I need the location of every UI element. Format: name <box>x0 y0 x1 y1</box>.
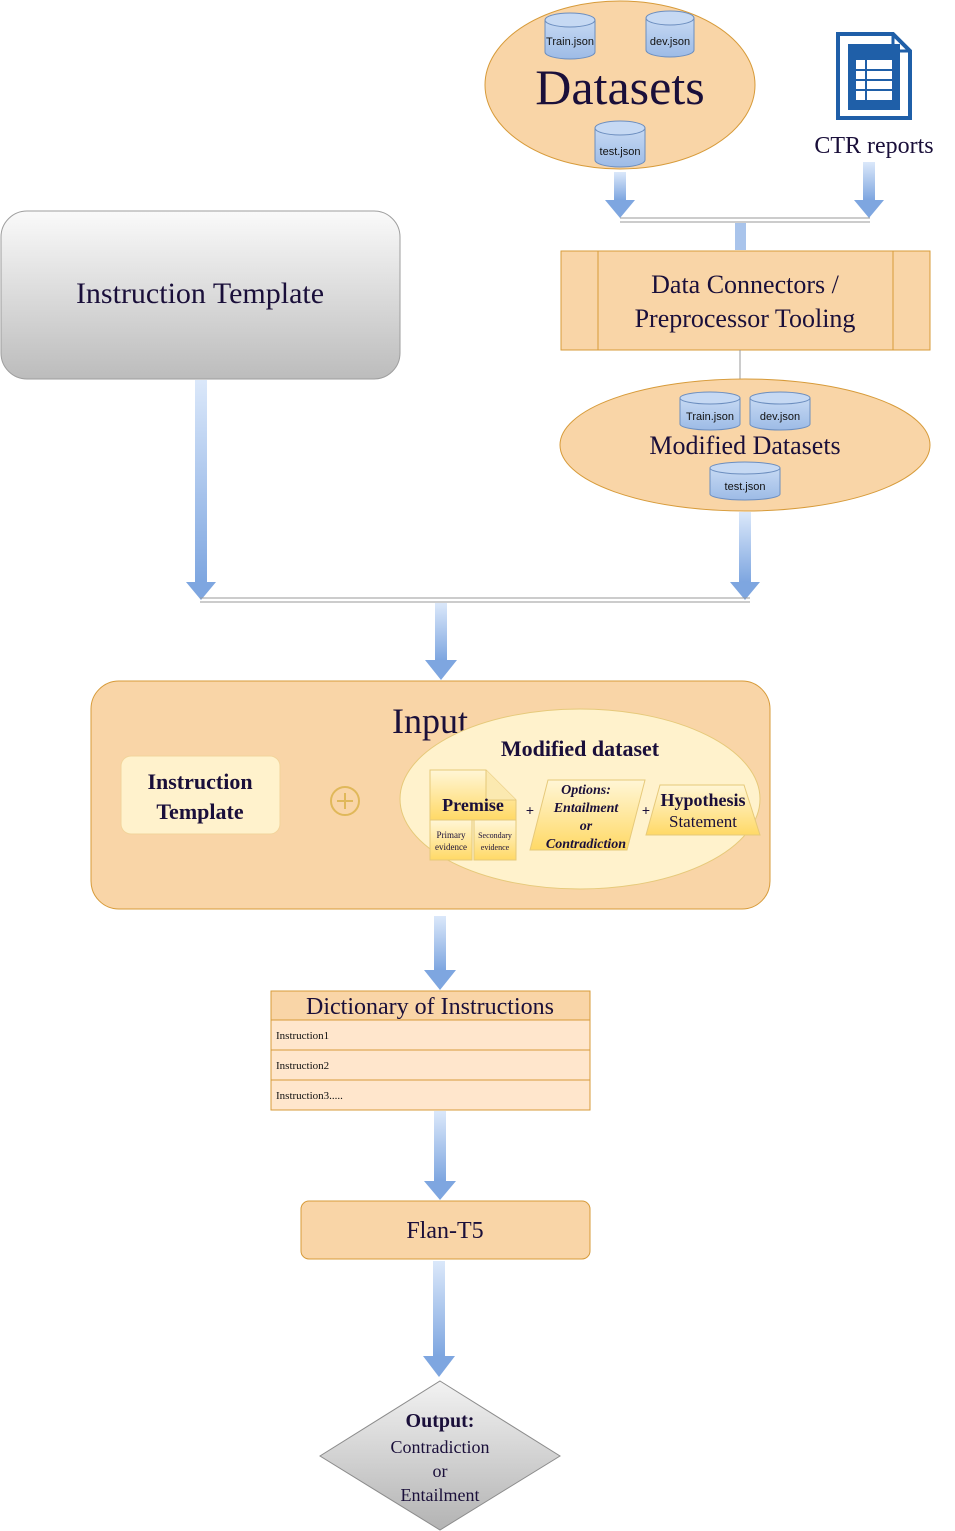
svg-text:Template: Template <box>156 799 243 824</box>
datasets-ellipse: Train.json dev.json test.json Datasets <box>484 0 756 170</box>
premise-note: Premise <box>429 769 517 821</box>
svg-text:Contradiction: Contradiction <box>546 837 626 852</box>
plus-circle-icon <box>330 786 360 816</box>
modified-datasets-ellipse: Train.json dev.json test.json Modified D… <box>559 378 931 512</box>
modified-file-dev: dev.json <box>749 391 811 431</box>
arrow-datasets-down <box>605 172 635 218</box>
svg-text:Premise: Premise <box>442 795 504 815</box>
svg-text:Entailment: Entailment <box>553 801 620 816</box>
svg-text:Statement: Statement <box>669 812 737 831</box>
arrow-input-down <box>424 916 456 990</box>
data-connectors-box: Data Connectors / Preprocessor Tooling <box>560 250 931 351</box>
svg-text:Instruction Template: Instruction Template <box>76 277 324 310</box>
svg-text:Preprocessor Tooling: Preprocessor Tooling <box>635 304 856 333</box>
svg-text:Primary: Primary <box>437 830 466 840</box>
input-box: Input Instruction Template Modified data… <box>90 680 771 910</box>
svg-text:Secondary: Secondary <box>478 831 512 840</box>
arrow-modified-down <box>730 512 760 600</box>
modified-dataset-ellipse: Modified dataset Premise Primary evidenc… <box>399 708 761 890</box>
merge-line-top <box>620 217 870 250</box>
secondary-evidence-box: Secondary evidence <box>473 819 517 861</box>
svg-text:test.json: test.json <box>725 481 766 493</box>
svg-text:Entailment: Entailment <box>401 1485 480 1505</box>
svg-text:Data Connectors /: Data Connectors / <box>651 270 840 299</box>
arrow-ctr-down <box>854 162 884 218</box>
svg-text:test.json: test.json <box>600 146 641 158</box>
svg-text:evidence: evidence <box>481 843 510 852</box>
input-instruction-template: Instruction Template <box>120 755 281 835</box>
arrow-template-down <box>186 380 216 600</box>
svg-text:or: or <box>433 1461 448 1481</box>
svg-text:Output:: Output: <box>406 1410 475 1432</box>
svg-text:Train.json: Train.json <box>686 411 734 423</box>
svg-text:Instruction: Instruction <box>147 769 252 794</box>
dataset-file-test: test.json <box>594 120 646 168</box>
datasets-title: Datasets <box>535 59 704 115</box>
instruction-template-box: Instruction Template <box>0 210 401 380</box>
dictionary-title: Dictionary of Instructions <box>306 994 554 1020</box>
svg-text:dev.json: dev.json <box>650 36 690 48</box>
options-parallelogram: Options: Entailment or Contradiction <box>529 779 646 852</box>
svg-text:dev.json: dev.json <box>760 411 800 423</box>
primary-evidence-box: Primary evidence <box>429 819 473 861</box>
svg-text:Options:: Options: <box>561 783 611 798</box>
dictionary-table: Dictionary of Instructions Instruction1 … <box>270 990 591 1111</box>
svg-text:evidence: evidence <box>435 842 467 852</box>
output-diamond: Output: Contradiction or Entailment <box>319 1380 561 1531</box>
modified-file-train: Train.json <box>679 391 741 431</box>
svg-text:Modified Datasets: Modified Datasets <box>649 431 840 460</box>
dictionary-row: Instruction3..... <box>276 1090 343 1102</box>
svg-text:Train.json: Train.json <box>546 36 594 48</box>
plus-sign: + <box>526 802 534 818</box>
svg-text:Modified dataset: Modified dataset <box>501 736 660 761</box>
dictionary-row: Instruction2 <box>276 1060 329 1072</box>
arrow-dictionary-down <box>424 1111 456 1200</box>
merge-line-middle <box>200 597 750 680</box>
ctr-reports-label: CTR reports <box>814 133 933 159</box>
svg-text:Hypothesis: Hypothesis <box>660 790 745 810</box>
arrow-model-down <box>423 1261 455 1377</box>
svg-text:or: or <box>580 819 593 834</box>
dataset-file-train: Train.json <box>544 12 596 60</box>
modified-file-test: test.json <box>709 461 781 501</box>
plus-sign-2: + <box>642 802 650 818</box>
dictionary-row: Instruction1 <box>276 1030 329 1042</box>
dataset-file-dev: dev.json <box>645 10 695 58</box>
document-icon <box>836 32 912 120</box>
svg-text:Flan-T5: Flan-T5 <box>406 1218 483 1244</box>
svg-text:Contradiction: Contradiction <box>391 1437 490 1457</box>
hypothesis-trapezoid: Hypothesis Statement <box>645 784 761 836</box>
flan-t5-box: Flan-T5 <box>300 1200 591 1260</box>
